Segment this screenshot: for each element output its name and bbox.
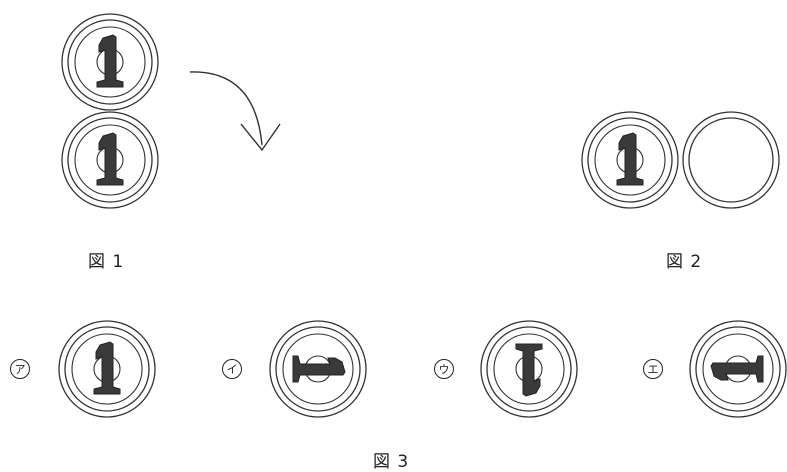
figure1-bottom-coin: [62, 112, 158, 208]
coin-numeral: [94, 342, 120, 394]
rotation-arrow: [190, 72, 280, 150]
coin-numeral: [711, 356, 763, 382]
coin-numeral: [617, 133, 643, 185]
choice-label-a: ア: [10, 359, 30, 379]
figure2-caption: 図 2: [666, 247, 702, 272]
figure1-top-coin: [62, 14, 158, 110]
coin-numeral: [516, 344, 542, 396]
figure1-caption: 図 1: [88, 247, 124, 272]
choice-i-coin: [270, 321, 366, 417]
choice-label-e: エ: [643, 359, 663, 379]
figure2-right-coin: [683, 112, 779, 208]
choice-a-coin: [59, 321, 155, 417]
coin-numeral: [97, 133, 123, 185]
coin-numeral: [293, 356, 345, 382]
choice-label-u: ウ: [434, 359, 454, 379]
choice-e-coin: [690, 321, 786, 417]
figure2-left-coin: [582, 112, 678, 208]
choice-u-coin: [481, 321, 577, 417]
choice-label-i: イ: [222, 359, 242, 379]
coin-numeral: [97, 35, 123, 87]
figure3-caption: 図 3: [373, 447, 409, 472]
